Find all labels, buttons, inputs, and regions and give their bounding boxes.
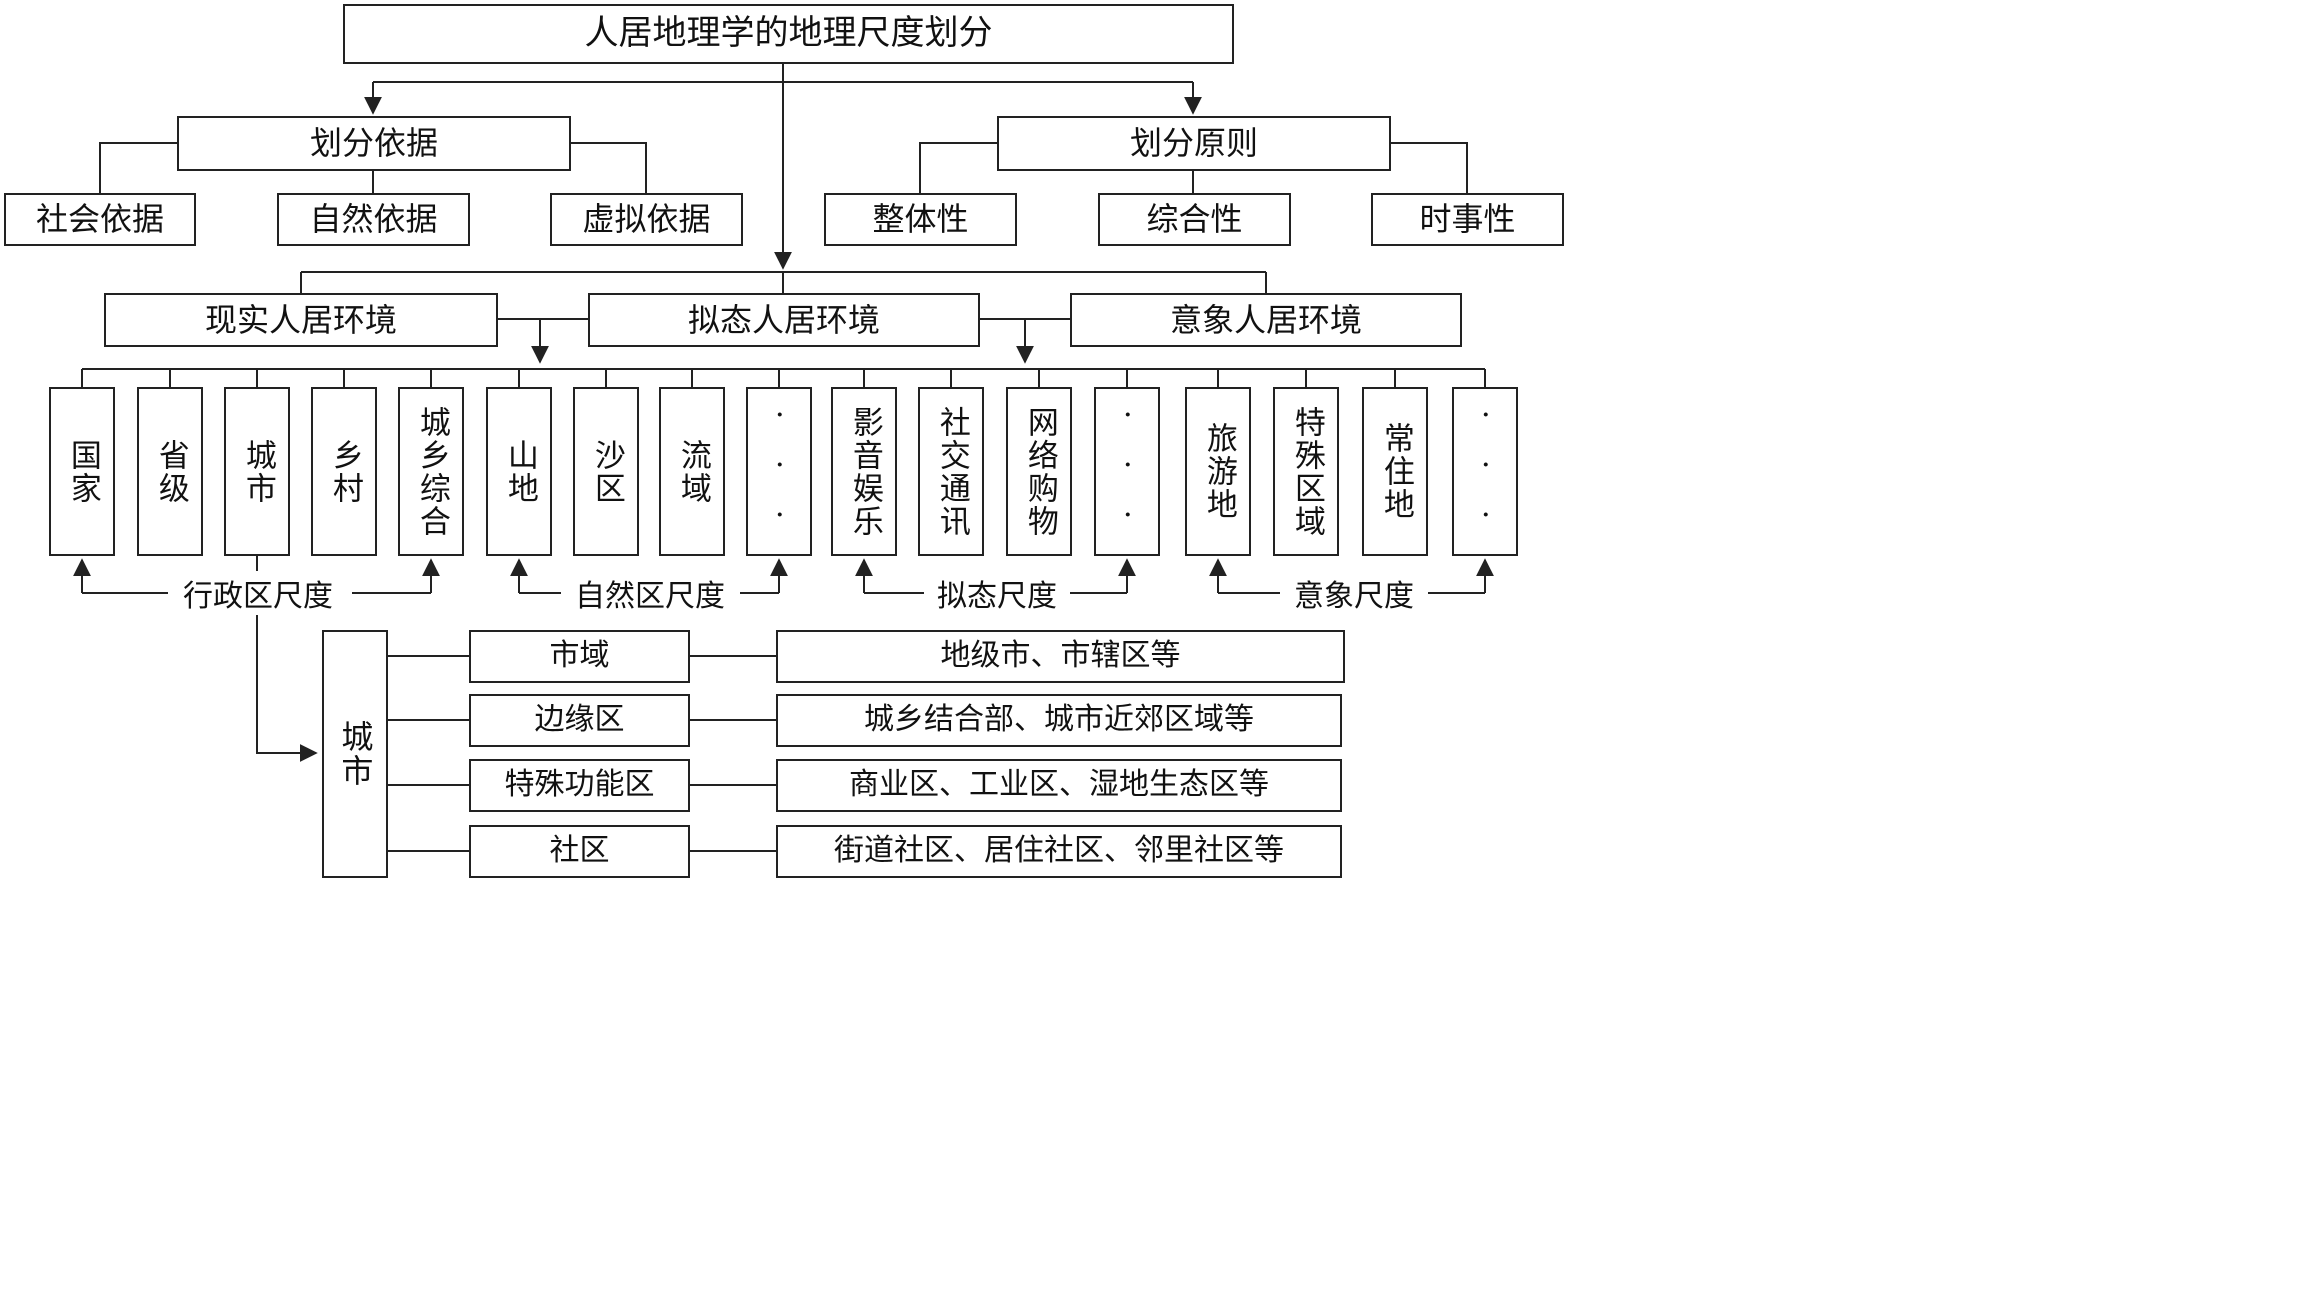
city-example-municipal: 地级市、市辖区等 (776, 630, 1345, 683)
principle-header: 划分原则 (997, 116, 1391, 171)
city-example-community: 街道社区、居住社区、邻里社区等 (776, 825, 1342, 878)
principle-wholeness: 整体性 (824, 193, 1017, 246)
principle-integrity: 综合性 (1098, 193, 1291, 246)
principle-timeliness: 时事性 (1371, 193, 1564, 246)
scale-label-administrative: 行政区尺度 (177, 571, 339, 615)
unit-village: 乡村 (311, 387, 377, 556)
city-level-municipal: 市域 (469, 630, 690, 683)
city-example-special-function: 商业区、工业区、湿地生态区等 (776, 759, 1342, 812)
env-mimetic: 拟态人居环境 (588, 293, 980, 347)
basis-natural: 自然依据 (277, 193, 470, 246)
env-real: 现实人居环境 (104, 293, 498, 347)
unit-basin: 流域 (659, 387, 725, 556)
city-example-fringe: 城乡结合部、城市近郊区域等 (776, 694, 1342, 747)
unit-residence: 常住地 (1362, 387, 1428, 556)
scale-division-diagram: 人居地理学的地理尺度划分 划分依据 社会依据 自然依据 虚拟依据 划分原则 整体… (0, 0, 1568, 882)
unit-entertainment: 影音娱乐 (831, 387, 897, 556)
diagram-title: 人居地理学的地理尺度划分 (343, 4, 1234, 64)
scale-label-natural: 自然区尺度 (569, 571, 731, 615)
unit-desert: 沙区 (573, 387, 639, 556)
unit-mimetic-more: ··· (1094, 387, 1160, 556)
city-level-fringe: 边缘区 (469, 694, 690, 747)
scale-label-mimetic: 拟态尺度 (931, 571, 1063, 615)
unit-city: 城市 (224, 387, 290, 556)
basis-virtual: 虚拟依据 (550, 193, 743, 246)
env-image: 意象人居环境 (1070, 293, 1462, 347)
unit-image-more: ··· (1452, 387, 1518, 556)
unit-online-shopping: 网络购物 (1006, 387, 1072, 556)
unit-tourist-site: 旅游地 (1185, 387, 1251, 556)
unit-province: 省级 (137, 387, 203, 556)
scale-label-image: 意象尺度 (1288, 571, 1420, 615)
unit-social-comm: 社交通讯 (918, 387, 984, 556)
unit-special-area: 特殊区域 (1273, 387, 1339, 556)
basis-social: 社会依据 (4, 193, 196, 246)
unit-country: 国家 (49, 387, 115, 556)
city-box: 城市 (322, 630, 388, 878)
connector-lines (73, 64, 1494, 852)
unit-urban-rural: 城乡综合 (398, 387, 464, 556)
city-level-special-function: 特殊功能区 (469, 759, 690, 812)
city-level-community: 社区 (469, 825, 690, 878)
unit-natural-more: ··· (746, 387, 812, 556)
unit-mountain: 山地 (486, 387, 552, 556)
basis-header: 划分依据 (177, 116, 571, 171)
